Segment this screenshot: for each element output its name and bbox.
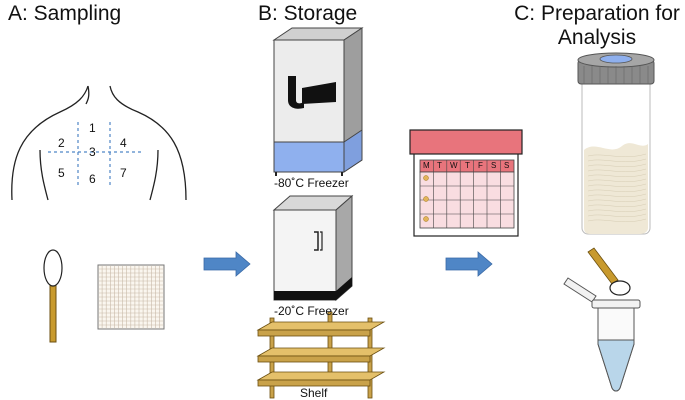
freezer-80-icon [272, 27, 364, 176]
swab-icon [43, 249, 63, 343]
zone-grid-lines [48, 122, 144, 186]
calendar-day-wed: W [450, 161, 458, 170]
calendar-day-mon: M [423, 161, 430, 170]
swab-to-tube-icon [587, 247, 631, 296]
freezer-80-label: -80˚C Freezer [274, 176, 349, 190]
panel-b-title: B: Storage [258, 2, 358, 25]
sample-vial-icon [577, 52, 655, 235]
calendar-day-tue: T [437, 161, 442, 170]
freezer-20-label: -20˚C Freezer [274, 304, 349, 318]
arrow-b-to-c-icon [445, 251, 493, 277]
calendar-day-thu: T [465, 161, 470, 170]
panel-c-title: C: Preparation for Analysis [502, 2, 685, 50]
zone-label-1: 1 [89, 121, 96, 135]
zone-label-5: 5 [58, 166, 65, 180]
calendar-icon [409, 129, 523, 237]
calendar-day-fri: F [478, 161, 483, 170]
arrow-a-to-b-icon [203, 251, 251, 277]
microcentrifuge-tube-icon [563, 277, 641, 392]
panel-c-title-line2: Analysis [557, 26, 637, 49]
calendar-day-sat: S [491, 161, 497, 170]
zone-label-4: 4 [120, 136, 127, 150]
zone-label-6: 6 [89, 172, 96, 186]
zone-label-7: 7 [120, 166, 127, 180]
freezer-20-icon [272, 194, 354, 302]
zone-label-2: 2 [58, 136, 65, 150]
gauze-pad-icon [97, 264, 165, 330]
shelf-icon [256, 311, 386, 399]
panel-c-title-line1: C: Preparation for [514, 2, 680, 25]
torso-outline-icon [11, 85, 187, 201]
panel-a-title: A: Sampling [8, 2, 122, 25]
zone-label-3: 3 [89, 145, 96, 159]
shelf-label: Shelf [300, 386, 328, 400]
calendar-day-sun: S [504, 161, 510, 170]
